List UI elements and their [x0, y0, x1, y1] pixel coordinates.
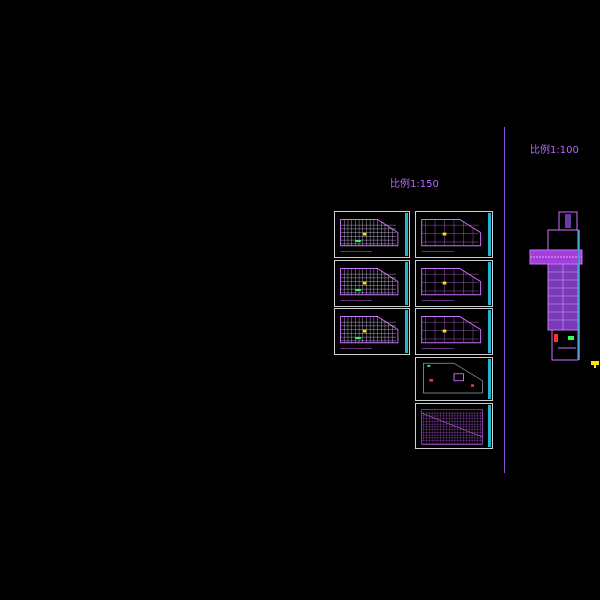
divider-line	[504, 127, 505, 473]
title-block	[488, 262, 491, 305]
drawing-sheet[interactable]	[334, 308, 410, 355]
drawing-sheet[interactable]	[415, 308, 493, 355]
title-block	[405, 262, 408, 305]
drawing-sheet[interactable]	[334, 211, 410, 258]
building-section-graphic	[529, 211, 583, 361]
drawing-sheet[interactable]	[415, 211, 493, 258]
floor-plan-graphic	[423, 362, 483, 394]
floor-plan-graphic	[421, 268, 482, 301]
title-block	[488, 359, 491, 399]
drawing-sheet[interactable]	[415, 357, 493, 401]
floor-plan-graphic	[340, 268, 399, 301]
floor-plan-graphic	[340, 316, 399, 349]
building-section-drawing[interactable]	[528, 210, 584, 362]
title-block	[488, 405, 491, 447]
floor-plan-graphic	[421, 316, 482, 349]
title-block	[488, 310, 491, 353]
scale-label-150: 比例1:150	[390, 179, 439, 190]
scale-label-100: 比例1:100	[530, 145, 579, 156]
insertion-point-marker	[591, 361, 599, 365]
insertion-point-marker-stem	[594, 365, 596, 368]
title-block	[405, 310, 408, 353]
title-block	[405, 213, 408, 256]
floor-plan-graphic	[421, 409, 483, 445]
drawing-sheet[interactable]	[415, 260, 493, 307]
title-block	[488, 213, 491, 256]
floor-plan-graphic	[340, 219, 399, 252]
drawing-sheet[interactable]	[334, 260, 410, 307]
drawing-sheet[interactable]	[415, 403, 493, 449]
floor-plan-graphic	[421, 219, 482, 252]
